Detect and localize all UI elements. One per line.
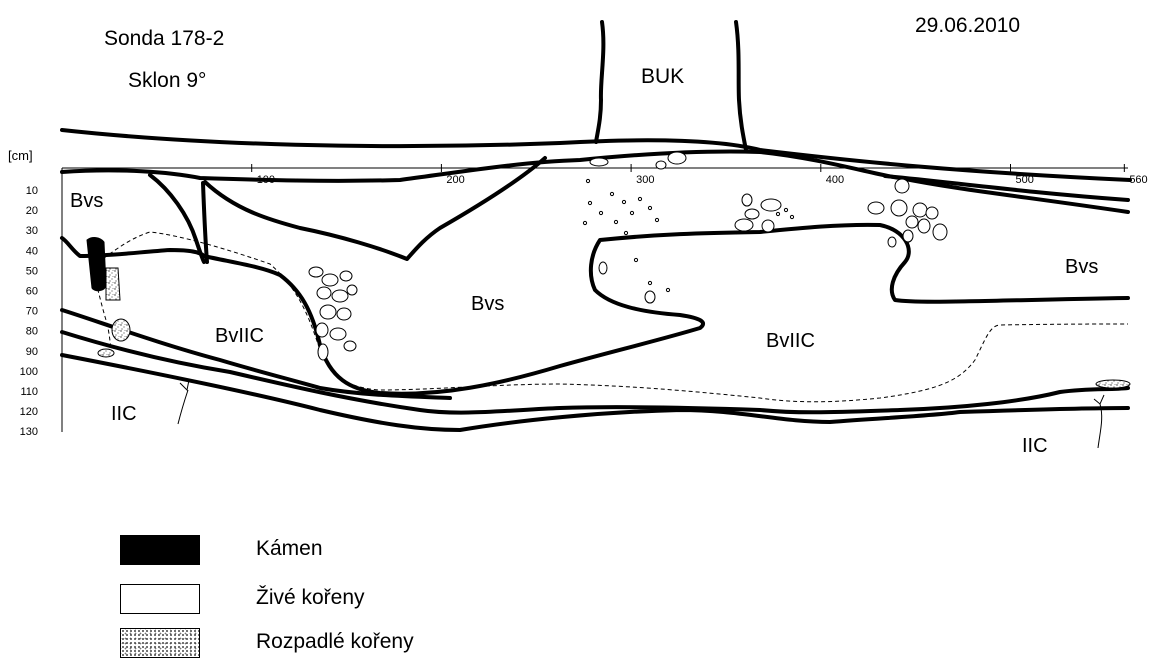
horizon-label-iic-left: IIC <box>111 403 137 425</box>
horizon-label-bvs-center: Bvs <box>471 293 504 315</box>
iic-pointer-right <box>1098 404 1102 448</box>
tree-label: BUK <box>641 65 684 88</box>
x-tick-label: 560 <box>1129 174 1147 186</box>
legend-item-stone: Kámen <box>120 535 540 565</box>
x-tick-label: 400 <box>826 174 844 186</box>
y-tick-label: 80 <box>26 326 38 338</box>
decayed-roots-patch <box>106 268 120 300</box>
horizon-label-bviic-left: BvIIC <box>215 325 264 347</box>
horizon-label-iic-right: IIC <box>1022 435 1048 457</box>
date-label: 29.06.2010 <box>915 14 1020 37</box>
horizon-label-bvs-right: Bvs <box>1065 256 1098 278</box>
y-tick-label: 100 <box>20 366 38 378</box>
legend-label: Rozpadlé kořeny <box>256 630 414 654</box>
horizon-label-bvs-left: Bvs <box>70 190 103 212</box>
y-tick-label: 60 <box>26 286 38 298</box>
probe-title: Sonda 178-2 <box>104 27 224 50</box>
y-tick-label: 120 <box>20 406 38 418</box>
y-tick-label: 30 <box>26 225 38 237</box>
stone-swatch <box>120 535 200 565</box>
iic-pointer-left <box>178 390 188 424</box>
y-tick-label: 130 <box>20 426 38 438</box>
y-tick-label: 20 <box>26 205 38 217</box>
decayed-roots-patch <box>112 319 130 341</box>
iic-pointer-right-head <box>1094 395 1104 404</box>
stone-shape <box>87 238 106 291</box>
y-tick-label: 90 <box>26 346 38 358</box>
y-tick-label: 50 <box>26 265 38 277</box>
tree-trunk-left-edge <box>596 22 603 142</box>
y-tick-label: 70 <box>26 306 38 318</box>
decayed-roots-patch <box>1096 380 1130 388</box>
tree-trunk-right-edge <box>736 22 746 150</box>
x-tick-label: 200 <box>446 174 464 186</box>
decayed-roots-patch <box>98 349 114 357</box>
live-roots-swatch <box>120 584 200 614</box>
iic-lower-boundary-line <box>62 355 1128 430</box>
x-tick-label: 300 <box>636 174 654 186</box>
y-tick-label: 40 <box>26 245 38 257</box>
y-axis-tick-labels: 10 20 30 40 50 60 70 80 90 100 110 120 130 <box>20 185 38 438</box>
slope-label: Sklon 9° <box>128 69 206 92</box>
horizon-label-bviic-right: BvIIC <box>766 330 815 352</box>
legend-item-live-roots: Živé kořeny <box>120 584 540 614</box>
y-tick-label: 110 <box>20 386 38 398</box>
bvs-lower-boundary-line <box>62 225 1128 394</box>
root-channel-right <box>203 183 207 262</box>
y-tick-label: 10 <box>26 185 38 197</box>
legend-label: Živé kořeny <box>256 586 365 610</box>
legend-item-decayed-roots: Rozpadlé kořeny <box>120 628 540 658</box>
depth-unit-label: [cm] <box>8 148 33 163</box>
decayed-roots-swatch <box>120 628 200 658</box>
legend-label: Kámen <box>256 537 323 561</box>
